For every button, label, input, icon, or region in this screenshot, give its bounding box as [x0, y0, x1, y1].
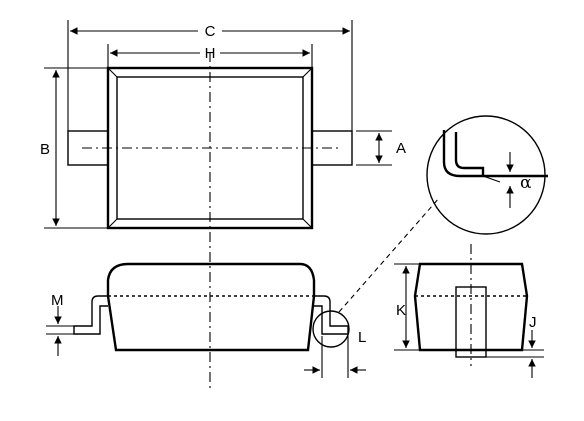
side-view: [413, 244, 529, 366]
detail-marker-circle: [312, 310, 350, 348]
label-a: A: [396, 140, 406, 157]
lead-detail-circle: α: [426, 115, 548, 235]
dimension-m: M: [46, 292, 74, 356]
dimension-l: L: [304, 329, 366, 378]
dimension-c: C: [67, 20, 353, 131]
label-b: B: [40, 141, 50, 158]
label-j: J: [529, 314, 537, 331]
bevel-corner-tr: [302, 67, 313, 78]
package-body-front: [106, 262, 316, 352]
label-m: M: [51, 292, 64, 309]
bevel-corner-br: [302, 218, 313, 229]
label-k: K: [396, 302, 406, 319]
bevel-corner-bl: [107, 218, 118, 229]
dimension-b: B: [40, 67, 108, 229]
detail-leader-line: [338, 196, 441, 313]
front-view: [73, 262, 350, 352]
dimension-k: K: [394, 263, 420, 351]
dimension-j: J: [486, 314, 544, 378]
dimension-h: H: [107, 44, 313, 68]
dimension-a: A: [356, 130, 406, 166]
lead-right-front: [314, 295, 349, 335]
lead-left-front: [73, 295, 108, 335]
label-c: C: [205, 23, 216, 40]
label-h: H: [205, 45, 216, 62]
bevel-corner-tl: [107, 67, 118, 78]
label-l: L: [358, 329, 366, 346]
top-view: [67, 52, 353, 388]
label-alpha: α: [520, 173, 532, 193]
